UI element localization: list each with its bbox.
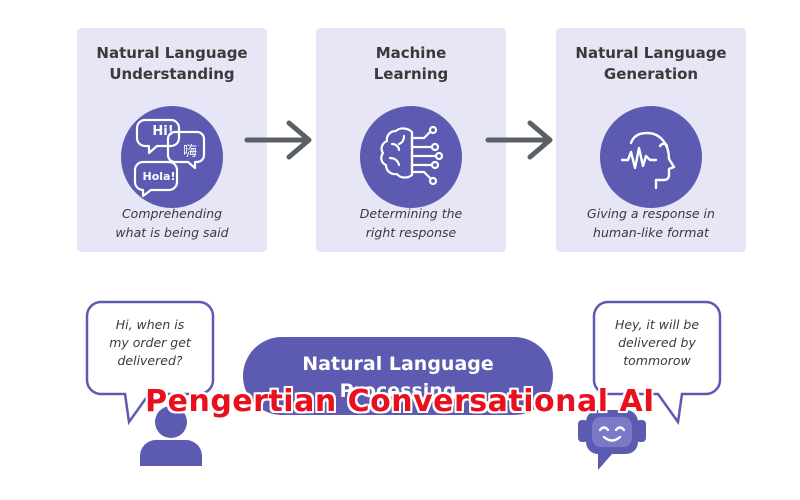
user-avatar-icon: [140, 406, 202, 466]
step-card-ml: Machine Learning: [316, 28, 506, 252]
step-desc: Comprehending what is being said: [115, 206, 229, 240]
user-message: Hi, when is my order get delivered?: [109, 317, 191, 368]
arrow-right-icon: [244, 120, 312, 160]
chatbot-avatar-icon: [578, 410, 646, 470]
greeting-hi: Hi!: [152, 124, 174, 139]
user-speech-bubble: Hi, when is my order get delivered?: [85, 300, 215, 426]
step-title: Machine Learning: [373, 44, 449, 83]
greeting-hola: Hola!: [142, 170, 176, 183]
step-title: Natural Language Understanding: [96, 44, 248, 83]
nlp-pill-label: Natural Language Processing: [302, 353, 494, 402]
brain-circuit-icon: [380, 125, 444, 186]
step-icon-circle: [600, 106, 702, 208]
step-desc: Determining the right response: [359, 206, 463, 240]
step-icon-circle: [360, 106, 462, 208]
step-card-nlg: Natural Language Generation Giving a res…: [556, 28, 746, 252]
step-title: Natural Language Generation: [575, 44, 727, 83]
overlay-title: Pengertian Conversational AI: [145, 384, 655, 419]
nlp-pill: Natural Language Processing: [243, 337, 553, 415]
step-desc: Giving a response in human-like format: [587, 206, 715, 240]
speech-bubbles-icon: [133, 118, 206, 198]
bot-message: Hey, it will be delivered by tommorow: [614, 317, 700, 368]
arrow-right-icon: [485, 120, 553, 160]
bot-speech-bubble: Hey, it will be delivered by tommorow: [592, 300, 722, 426]
step-card-nlu: Natural Language Understanding Hi! 嗨 Hol…: [77, 28, 267, 252]
greeting-hai: 嗨: [183, 144, 197, 160]
speaking-head-icon: [620, 131, 676, 190]
step-icon-circle: Hi! 嗨 Hola!: [121, 106, 223, 208]
